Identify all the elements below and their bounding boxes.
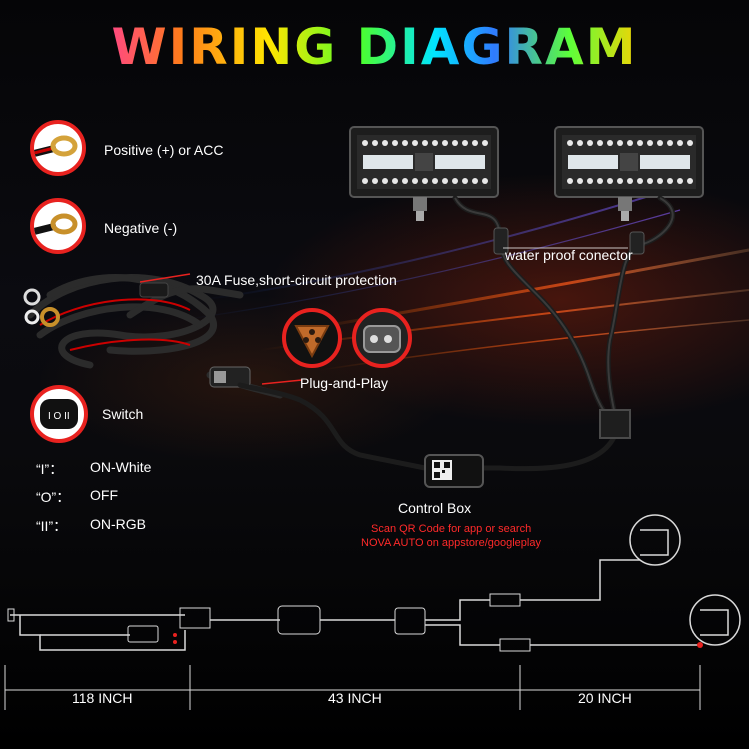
negative-label: Negative (-) xyxy=(104,220,178,236)
plug-female-icon xyxy=(282,308,342,368)
scan-line-2: NOVA AUTO on appstore/googleplay xyxy=(361,537,541,549)
mode-white-key: “I”： xyxy=(36,461,64,477)
plug-pointer xyxy=(262,379,303,385)
light-bar-right xyxy=(554,126,704,221)
mode-rgb-key: “II”： xyxy=(36,518,68,534)
fuse-label: 30A Fuse,short-circuit protection xyxy=(196,272,397,288)
dimension-118: 118 INCH xyxy=(72,690,133,706)
control-box-label: Control Box xyxy=(398,500,472,516)
rocker-switch-icon: I O II xyxy=(30,385,88,443)
svg-text:I O II: I O II xyxy=(48,411,70,422)
diagram-title: WIRING DIAGRAM xyxy=(0,18,749,76)
fuse-pointer xyxy=(140,273,191,283)
mode-off-value: OFF xyxy=(90,487,118,503)
bottom-schematic xyxy=(4,514,741,710)
scan-line-1: Scan QR Code for app or search xyxy=(371,523,532,535)
mode-rgb-value: ON-RGB xyxy=(90,516,146,532)
plug-label: Plug-and-Play xyxy=(300,375,388,391)
switch-label: Switch xyxy=(102,406,144,422)
mode-white-value: ON-White xyxy=(90,459,152,475)
plug-male-icon xyxy=(352,308,412,368)
dimension-43: 43 INCH xyxy=(328,690,382,706)
positive-terminal-icon xyxy=(30,120,86,176)
dimension-20: 20 INCH xyxy=(578,690,632,706)
mode-off-key: “O”： xyxy=(36,489,71,505)
light-bar-left xyxy=(349,126,499,221)
positive-label: Positive (+) or ACC xyxy=(104,142,224,158)
waterproof-pointer xyxy=(503,247,628,249)
waterproof-label: water proof conector xyxy=(505,247,633,263)
negative-terminal-icon xyxy=(30,198,86,254)
